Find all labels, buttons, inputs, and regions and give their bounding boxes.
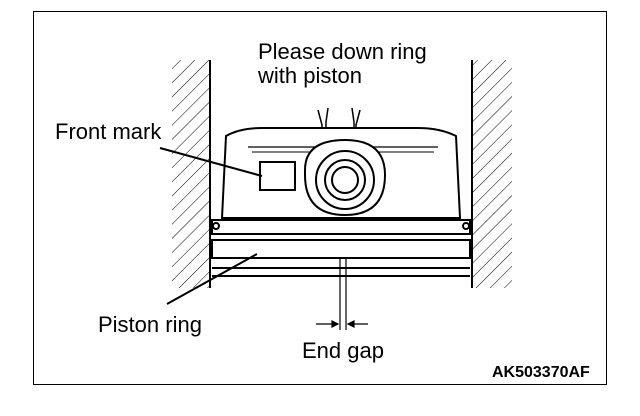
front-mark-box: [259, 161, 296, 191]
instruction-line-2: with piston: [258, 63, 362, 88]
piston-ring-leader: [166, 253, 258, 305]
right-cylinder-wall: [471, 60, 512, 288]
end-gap-label: End gap: [302, 338, 384, 363]
front-mark-label: Front mark: [55, 119, 162, 144]
end-gap-marker: [316, 258, 368, 330]
left-cylinder-wall: [172, 60, 211, 288]
front-mark-leader: [159, 147, 263, 177]
figure-code: AK503370AF: [492, 364, 590, 381]
piston-ring-label: Piston ring: [98, 312, 202, 337]
instruction-line-1: Please down ring: [258, 39, 427, 64]
piston-pin-boss: [304, 138, 387, 217]
ring-grooves: [211, 219, 471, 277]
